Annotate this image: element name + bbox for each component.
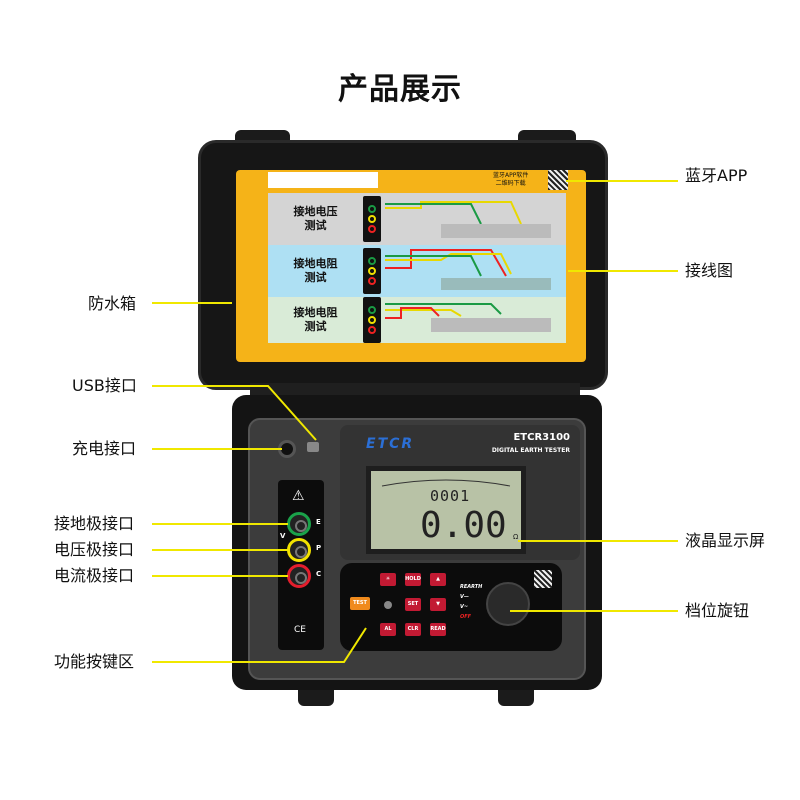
up-button[interactable]: ▲ — [430, 573, 446, 586]
hold-button[interactable]: HOLD — [405, 573, 421, 586]
earth-terminal-jack[interactable] — [287, 512, 311, 536]
lcd-analog-scale — [381, 479, 511, 487]
callout-bluetooth-app: 蓝牙APP — [685, 166, 748, 185]
warning-icon: ⚠ — [292, 488, 305, 504]
lcd-reading: 0.00 — [420, 505, 507, 546]
device-qr-code — [534, 570, 552, 588]
model-subtitle: DIGITAL EARTH TESTER — [491, 447, 570, 454]
callout-lcd: 液晶显示屏 — [685, 531, 766, 550]
callout-function-keys: 功能按键区 — [54, 652, 135, 671]
bluetooth-qr-code[interactable] — [548, 170, 568, 190]
read-button[interactable]: READ — [430, 623, 446, 636]
qr-caption: 蓝牙APP软件二维码下载 — [493, 172, 529, 187]
wiring-row-earth-voltage: 接地电压测试 — [268, 193, 566, 245]
callout-current-terminal: 电流极接口 — [54, 566, 135, 585]
lcd-counter: 0001 — [430, 487, 471, 505]
voltage-terminal-jack[interactable] — [287, 538, 311, 562]
page-title: 产品展示 — [338, 72, 462, 107]
current-terminal-jack[interactable] — [287, 564, 311, 588]
set-button[interactable]: SET — [405, 598, 421, 611]
callout-waterproof-case: 防水箱 — [88, 294, 137, 313]
rotary-switch[interactable] — [486, 582, 530, 626]
callout-voltage-terminal: 电压极接口 — [54, 540, 135, 559]
ce-mark: CE — [294, 625, 306, 635]
usb-port[interactable] — [307, 442, 319, 452]
lcd-unit: Ω — [513, 533, 519, 541]
model-name: ETCR3100 — [513, 432, 570, 443]
wiring-diagram: 接地电压测试 接地电阻测试 接地电阻测试 — [268, 193, 566, 343]
brand-logo: ETCR — [366, 436, 415, 452]
p-label: P — [316, 544, 322, 552]
e-label: E — [316, 518, 321, 526]
callout-rotary-switch: 档位旋钮 — [685, 601, 750, 620]
al-button[interactable]: AL — [380, 623, 396, 636]
v-label: V — [280, 532, 286, 540]
wiring-row-earth-resistance-2: 接地电阻测试 — [268, 297, 566, 343]
callout-usb-port: USB接口 — [72, 376, 137, 395]
callout-charge-port: 充电接口 — [72, 439, 137, 458]
lcd-display — [366, 466, 526, 554]
c-label: C — [316, 570, 322, 578]
callout-earth-terminal: 接地极接口 — [54, 514, 135, 533]
callout-wiring-diagram: 接线图 — [685, 261, 734, 280]
clr-button[interactable]: CLR — [405, 623, 421, 636]
indicator-led — [384, 601, 392, 609]
test-button[interactable]: TEST — [350, 597, 370, 610]
instruction-sticker — [268, 172, 378, 188]
down-button[interactable]: ▼ — [430, 598, 446, 611]
wiring-row-earth-resistance-1: 接地电阻测试 — [268, 245, 566, 297]
backlight-button[interactable]: ☀ — [380, 573, 396, 586]
